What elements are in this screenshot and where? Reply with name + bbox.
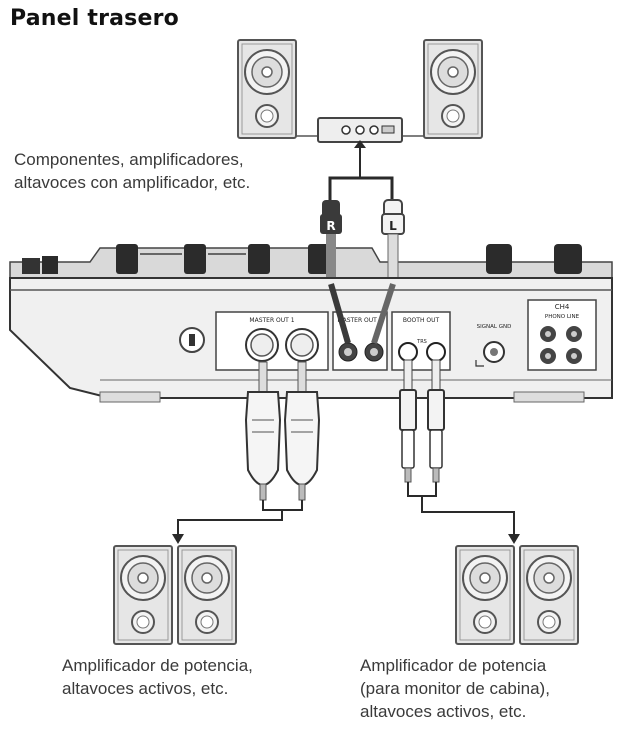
speaker-icon bbox=[423, 39, 483, 139]
caption-line: Componentes, amplificadores, bbox=[14, 150, 244, 169]
caption-line: altavoces activos, etc. bbox=[62, 679, 229, 698]
controller-top bbox=[9, 244, 613, 279]
speaker-icon bbox=[237, 39, 297, 139]
label-phono-line: PHONO LINE bbox=[545, 314, 580, 320]
label-ch4: CH4 bbox=[555, 303, 570, 311]
caption-line: Amplificador de potencia, bbox=[62, 656, 253, 675]
label-master-out1: MASTER OUT 1 bbox=[249, 317, 294, 324]
speaker-icon bbox=[177, 545, 237, 645]
caption-power-amp: Amplificador de potencia, altavoces acti… bbox=[62, 654, 253, 700]
plug-label-right: R bbox=[326, 219, 335, 233]
caption-line: (para monitor de cabina), bbox=[360, 679, 550, 698]
caption-booth-amp: Amplificador de potencia (para monitor d… bbox=[360, 654, 550, 723]
trs-plug-icon bbox=[399, 359, 417, 483]
caption-line: Amplificador de potencia bbox=[360, 656, 547, 675]
label-master-out2: MASTER OUT 2 bbox=[337, 317, 382, 324]
trs-plug-icon bbox=[427, 359, 445, 483]
speaker-icon bbox=[455, 545, 515, 645]
label-booth-out: BOOTH OUT bbox=[403, 317, 440, 324]
caption-components: Componentes, amplificadores, altavoces c… bbox=[14, 148, 250, 194]
plug-label-left: L bbox=[389, 219, 397, 233]
page-title: Panel trasero bbox=[10, 6, 179, 31]
label-trs: TRS bbox=[416, 339, 427, 345]
caption-line: altavoces con amplificador, etc. bbox=[14, 173, 251, 192]
amplifier-icon bbox=[317, 117, 403, 143]
speaker-icon bbox=[113, 545, 173, 645]
rca-plug-left-icon: L bbox=[381, 199, 405, 285]
speaker-icon bbox=[519, 545, 579, 645]
rca-plug-right-icon: R bbox=[320, 200, 342, 284]
caption-line: altavoces activos, etc. bbox=[360, 702, 527, 721]
xlr-plug-icon bbox=[244, 361, 282, 501]
rear-panel: MASTER OUT 1 MASTER OUT 2 BOOTH OUT TRS … bbox=[9, 277, 613, 403]
xlr-plug-icon bbox=[283, 361, 321, 501]
label-signal-gnd: SIGNAL GND bbox=[477, 324, 512, 330]
